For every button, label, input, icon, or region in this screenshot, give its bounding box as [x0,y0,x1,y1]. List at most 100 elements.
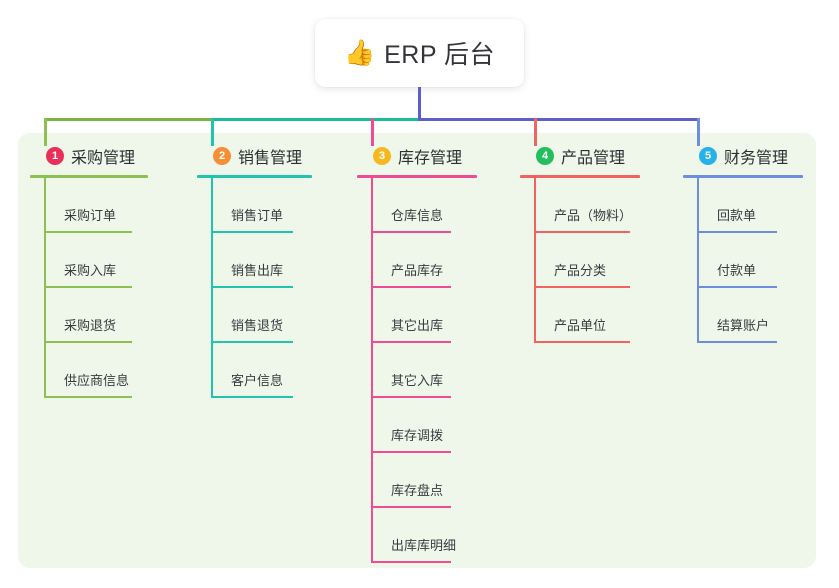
branch-item-label: 其它入库 [391,373,444,388]
branch-item-label: 结算账户 [717,318,770,333]
branch-item[interactable]: 产品分类 [520,233,640,288]
trunk-seg-right [418,118,700,121]
branch-badge-1: 1 [46,147,64,165]
branch-item-underline [211,396,293,398]
branch-item-underline [371,396,451,398]
branch-item[interactable]: 销售出库 [197,233,312,288]
branch-item-label: 其它出库 [391,318,444,333]
branch-item[interactable]: 产品库存 [357,233,477,288]
branch-item[interactable]: 其它出库 [357,288,477,343]
branch-item-underline [534,231,630,233]
branch-item-underline [697,231,777,233]
branch-spine-5 [697,178,699,343]
branch-item-underline [44,286,132,288]
thumbs-up-icon: 👍 [343,38,376,67]
branch-item[interactable]: 结算账户 [683,288,803,343]
branch-item-label: 产品单位 [554,318,607,333]
branch-item-underline [371,506,451,508]
branch-item-underline [371,286,451,288]
branch-item-label: 供应商信息 [64,373,130,388]
branch-items-5: 回款单付款单结算账户 [683,178,803,343]
branch-underline-4 [520,175,640,178]
branch-badge-3: 3 [373,147,391,165]
branch-item-underline [44,341,132,343]
branch-item[interactable]: 供应商信息 [30,343,148,398]
branch-item[interactable]: 其它入库 [357,343,477,398]
branch-item-label: 付款单 [717,263,757,278]
branch-header-2[interactable]: 2 销售管理 [197,144,312,168]
branch-item[interactable]: 产品单位 [520,288,640,343]
branch-item[interactable]: 产品（物料） [520,178,640,233]
branch-drop-4 [534,118,537,146]
branch-item-underline [371,231,451,233]
branch-item-underline [44,231,132,233]
branch-title-1: 采购管理 [71,150,136,167]
branch-header-3[interactable]: 3 库存管理 [357,144,477,168]
branch-item[interactable]: 采购退货 [30,288,148,343]
branch-item-label: 采购订单 [64,208,117,223]
branch-drop-1 [44,118,47,146]
branch-item-label: 产品分类 [554,263,607,278]
branch-item-label: 出库库明细 [391,538,457,553]
branch-title-3: 库存管理 [398,150,463,167]
branch-items-2: 销售订单销售出库销售退货客户信息 [197,178,312,398]
branch-item-label: 销售退货 [231,318,284,333]
branch-item[interactable]: 库存盘点 [357,453,477,508]
branch-item-label: 销售订单 [231,208,284,223]
branch-item-label: 仓库信息 [391,208,444,223]
branch-column-3: 3 库存管理仓库信息产品库存其它出库其它入库库存调拨库存盘点出库库明细 [357,144,477,563]
branch-item-label: 回款单 [717,208,757,223]
branch-item[interactable]: 库存调拨 [357,398,477,453]
branch-item-underline [44,396,132,398]
root-stem [418,87,421,120]
branch-header-1[interactable]: 1 采购管理 [30,144,148,168]
branch-title-4: 产品管理 [561,150,626,167]
branch-underline-5 [683,175,803,178]
branch-item-underline [371,451,451,453]
branch-item[interactable]: 回款单 [683,178,803,233]
branch-item[interactable]: 采购订单 [30,178,148,233]
branch-drop-2 [211,118,214,146]
branch-item-label: 产品（物料） [554,208,633,223]
branch-item[interactable]: 客户信息 [197,343,312,398]
branch-item-underline [211,286,293,288]
branch-item-label: 库存调拨 [391,428,444,443]
branch-item-underline [534,341,630,343]
trunk-seg-mid [211,118,420,121]
branch-underline-1 [30,175,148,178]
branch-items-1: 采购订单采购入库采购退货供应商信息 [30,178,148,398]
branch-spine-1 [44,178,46,398]
branch-item-underline [211,341,293,343]
branch-item-underline [534,286,630,288]
branch-item-underline [371,341,451,343]
branch-column-1: 1 采购管理采购订单采购入库采购退货供应商信息 [30,144,148,398]
branch-item-underline [371,561,451,563]
branch-item-underline [697,286,777,288]
branch-item-label: 采购入库 [64,263,117,278]
root-node[interactable]: 👍 ERP 后台 [315,19,524,87]
branch-item[interactable]: 付款单 [683,233,803,288]
branch-drop-5 [697,118,700,146]
branch-item[interactable]: 销售退货 [197,288,312,343]
branch-item[interactable]: 销售订单 [197,178,312,233]
branch-item-underline [697,341,777,343]
branch-item[interactable]: 出库库明细 [357,508,477,563]
trunk-seg-left [44,118,212,121]
branch-item[interactable]: 采购入库 [30,233,148,288]
branch-item-label: 销售出库 [231,263,284,278]
branch-item[interactable]: 仓库信息 [357,178,477,233]
branch-title-2: 销售管理 [238,150,303,167]
branch-title-5: 财务管理 [724,150,789,167]
branch-column-2: 2 销售管理销售订单销售出库销售退货客户信息 [197,144,312,398]
branch-spine-3 [371,178,373,563]
branches-panel [18,133,816,568]
branch-spine-4 [534,178,536,343]
branch-underline-2 [197,175,312,178]
branch-badge-2: 2 [213,147,231,165]
branch-underline-3 [357,175,477,178]
branch-items-3: 仓库信息产品库存其它出库其它入库库存调拨库存盘点出库库明细 [357,178,477,563]
